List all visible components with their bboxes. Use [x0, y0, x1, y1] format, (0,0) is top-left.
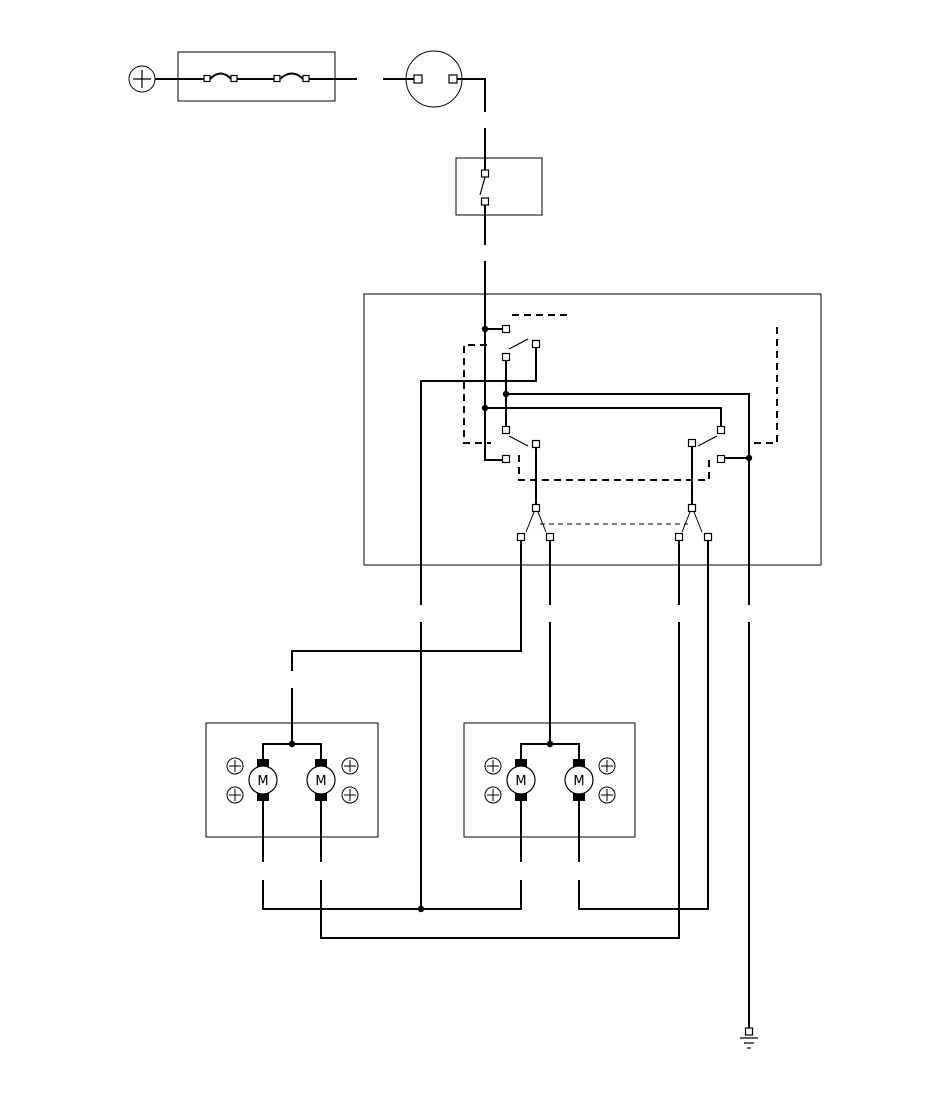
harness-wires: [262, 540, 750, 1030]
left-motor-wiring: [262, 740, 322, 862]
motor-label: M: [315, 774, 326, 789]
battery-positive-icon: [128, 65, 156, 93]
dc-motor-icon: M: [248, 759, 278, 801]
relay-box: [455, 157, 543, 216]
right-motor-wiring: [520, 740, 580, 862]
fuse-box: [177, 51, 336, 102]
dc-motor-icon: M: [306, 759, 336, 801]
motor-label: M: [573, 774, 584, 789]
motor-label: M: [257, 774, 268, 789]
dc-motor-icon: M: [564, 759, 594, 801]
window-switch-icon: [420, 314, 778, 605]
switch-box: [363, 293, 822, 566]
motor-label: M: [515, 774, 526, 789]
ignition-switch-icon: [405, 50, 486, 170]
dc-motor-icon: M: [506, 759, 536, 801]
motor-mount-icon: [226, 757, 359, 804]
right-motor-box: [463, 722, 636, 838]
relay-switch-icon: [479, 169, 490, 329]
ground-icon: [740, 1027, 758, 1049]
fuse-icon: [155, 72, 414, 83]
left-motor-box: [205, 722, 379, 838]
motor-mount-icon: [484, 757, 616, 804]
